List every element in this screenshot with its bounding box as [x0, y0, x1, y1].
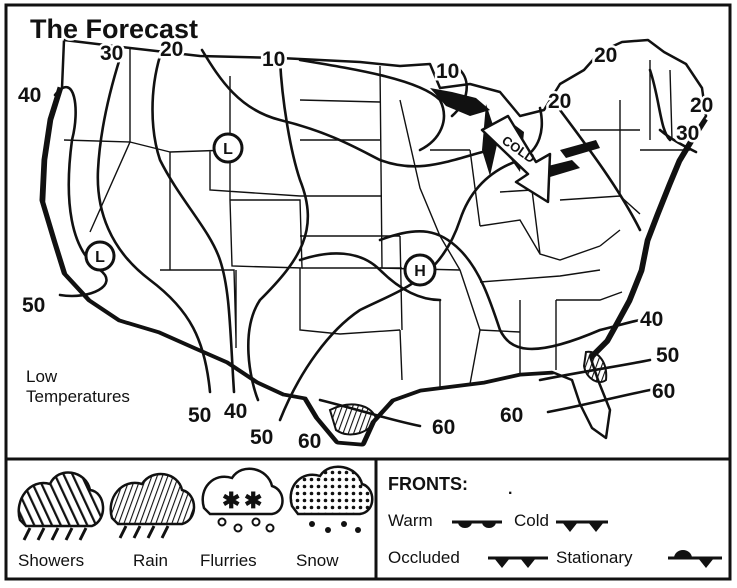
isotherm-label: 60 [500, 404, 523, 427]
isotherm-label: 20 [548, 90, 571, 113]
rain-icon [109, 472, 196, 539]
stationary-front-symbol [668, 550, 722, 568]
precip-area-texas [328, 403, 378, 436]
svg-text:L: L [223, 141, 233, 158]
isotherm-label: 20 [690, 94, 713, 117]
legend-snow-label: Snow [296, 551, 339, 570]
fronts-legend: FRONTS: . Warm Cold Occluded Stationary [388, 474, 722, 568]
great-lake [560, 140, 600, 158]
low-pressure-center: L [84, 240, 116, 272]
isotherm-label: 10 [436, 60, 459, 83]
front-cold-label: Cold [514, 511, 549, 530]
svg-text:H: H [414, 263, 426, 280]
front-stationary-label: Stationary [556, 548, 633, 567]
isotherm-label: 60 [298, 430, 321, 453]
isotherm-label: 30 [676, 122, 699, 145]
isotherm-label: 30 [100, 42, 123, 65]
isotherm-label: 40 [18, 84, 41, 107]
warm-front-symbol [452, 520, 502, 528]
front-occluded-label: Occluded [388, 548, 460, 567]
isotherm-label: 50 [656, 344, 679, 367]
isotherm-label: 50 [22, 294, 45, 317]
isotherm-label: 50 [188, 404, 211, 427]
precip-area-florida [582, 350, 608, 384]
svg-text:L: L [95, 249, 105, 266]
isotherm-label: 60 [432, 416, 455, 439]
map-subtitle-line2: Temperatures [26, 387, 130, 406]
weather-legend: ✱ ✱ Showers Rain Flurries Snow [17, 465, 374, 570]
isotherm-label: 60 [652, 380, 675, 403]
showers-icon [17, 471, 105, 541]
svg-text:✱: ✱ [222, 488, 240, 513]
us-map: COLD L L H 30 20 10 10 20 20 20 30 40 [16, 12, 716, 456]
cold-front-symbol [556, 520, 608, 532]
isotherm-label: 40 [224, 400, 247, 423]
low-pressure-center: L [212, 132, 244, 164]
isotherm-label: 20 [160, 38, 183, 61]
map-title: The Forecast [30, 14, 198, 44]
fronts-dot: . [508, 481, 512, 498]
great-lake [482, 104, 498, 176]
high-pressure-center: H [403, 253, 437, 287]
isotherm-labels: 30 20 10 10 20 20 20 30 40 40 50 50 50 4… [16, 36, 716, 456]
isotherm-label: 50 [250, 426, 273, 449]
great-lake [430, 88, 490, 116]
flurries-icon: ✱ ✱ [201, 467, 284, 533]
legend-rain-label: Rain [133, 551, 168, 570]
isotherm-label: 10 [262, 48, 285, 71]
front-warm-label: Warm [388, 511, 433, 530]
legend-showers-label: Showers [18, 551, 84, 570]
fronts-title: FRONTS: [388, 474, 468, 494]
map-subtitle-line1: Low [26, 367, 58, 386]
legend-flurries-label: Flurries [200, 551, 257, 570]
svg-text:✱: ✱ [244, 488, 262, 513]
occluded-front-symbol [488, 556, 548, 568]
isotherm-label: 40 [640, 308, 663, 331]
snow-icon [289, 465, 374, 533]
isotherm-label: 20 [594, 44, 617, 67]
